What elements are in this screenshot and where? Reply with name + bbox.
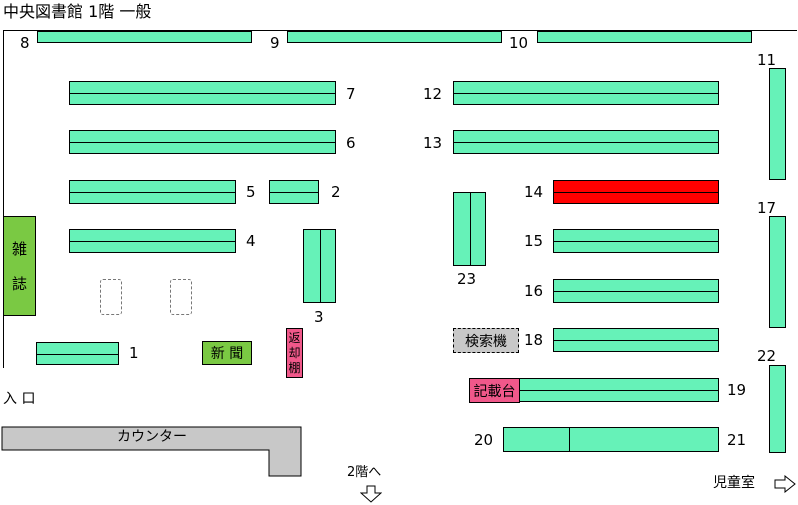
return-label-mid: 却 — [288, 345, 301, 360]
shelf-6-number: 6 — [346, 134, 356, 152]
right-arrow-icon[interactable] — [774, 475, 796, 493]
shelf-18-number: 18 — [524, 331, 544, 349]
shelf-12[interactable] — [453, 81, 719, 105]
wall-left-upper — [3, 30, 4, 216]
shelf-20-number: 20 — [474, 431, 494, 449]
shelf-21-number: 21 — [727, 431, 747, 449]
shelf-11[interactable] — [769, 68, 786, 180]
wall-left-lower — [3, 316, 4, 368]
children-room-label: 児童室 — [713, 475, 755, 491]
shelf-13[interactable] — [453, 130, 719, 154]
shelf-7[interactable] — [69, 81, 336, 105]
entrance-label: 入 口 — [3, 391, 36, 407]
shelf-19[interactable] — [519, 378, 719, 402]
shelf-10[interactable] — [537, 31, 752, 43]
wall-top — [3, 30, 797, 31]
return-label-top: 返 — [288, 330, 301, 345]
shelf-4-number: 4 — [246, 232, 256, 250]
shelf-11-number: 11 — [757, 51, 777, 69]
shelf-2[interactable] — [269, 180, 319, 204]
shelf-23[interactable] — [453, 192, 486, 266]
writing-desk-label: 記載台 — [473, 383, 516, 400]
shelf-12-number: 12 — [423, 85, 443, 103]
shelf-9[interactable] — [287, 31, 502, 43]
shelf-17-number: 17 — [757, 199, 777, 217]
shelf-5[interactable] — [69, 180, 236, 204]
counter-label: カウンター — [117, 429, 187, 445]
shelf-3[interactable] — [303, 229, 336, 303]
shelf-20[interactable] — [503, 427, 570, 452]
shelf-3-number: 3 — [314, 308, 324, 326]
shelf-14[interactable] — [553, 180, 719, 204]
shelf-2-number: 2 — [331, 183, 341, 201]
shelf-19-number: 19 — [727, 381, 747, 399]
shelf-10-number: 10 — [509, 34, 529, 52]
shelf-5-number: 5 — [246, 183, 256, 201]
shelf-22-number: 22 — [757, 347, 777, 365]
search-terminal[interactable]: 検索機 — [453, 328, 519, 353]
shelf-21[interactable] — [569, 427, 719, 452]
shelf-16-number: 16 — [524, 282, 544, 300]
shelf-16[interactable] — [553, 279, 719, 303]
display-stand-left — [100, 279, 122, 315]
shelf-17[interactable] — [769, 216, 786, 328]
shelf-8[interactable] — [37, 31, 252, 43]
newspaper-area[interactable]: 新 聞 — [202, 341, 252, 365]
shelf-6[interactable] — [69, 130, 336, 154]
search-terminal-label: 検索機 — [465, 333, 507, 350]
return-shelf[interactable]: 返 却 棚 — [286, 328, 303, 378]
shelf-4[interactable] — [69, 229, 236, 253]
magazine-label-bottom: 誌 — [11, 275, 27, 293]
shelf-15[interactable] — [553, 229, 719, 253]
shelf-1-number: 1 — [129, 344, 139, 362]
magazine-area[interactable]: 雑 誌 — [3, 216, 36, 316]
shelf-7-number: 7 — [346, 85, 356, 103]
shelf-9-number: 9 — [270, 34, 280, 52]
shelf-8-number: 8 — [20, 34, 30, 52]
shelf-15-number: 15 — [524, 232, 544, 250]
newspaper-label: 新 聞 — [210, 346, 244, 362]
second-floor-label: 2階へ — [347, 465, 382, 480]
shelf-13-number: 13 — [423, 134, 443, 152]
shelf-1[interactable] — [36, 342, 119, 365]
writing-desk[interactable]: 記載台 — [469, 378, 520, 403]
counter[interactable] — [0, 425, 305, 479]
down-arrow-icon[interactable] — [360, 485, 382, 503]
shelf-22[interactable] — [769, 365, 786, 453]
magazine-label-top: 雑 — [11, 240, 27, 258]
shelf-18[interactable] — [553, 328, 719, 352]
return-label-bottom: 棚 — [288, 360, 301, 375]
display-stand-right — [170, 279, 192, 315]
page-title: 中央図書館 1階 一般 — [3, 2, 152, 21]
shelf-14-number: 14 — [524, 183, 544, 201]
shelf-23-number: 23 — [457, 270, 477, 288]
